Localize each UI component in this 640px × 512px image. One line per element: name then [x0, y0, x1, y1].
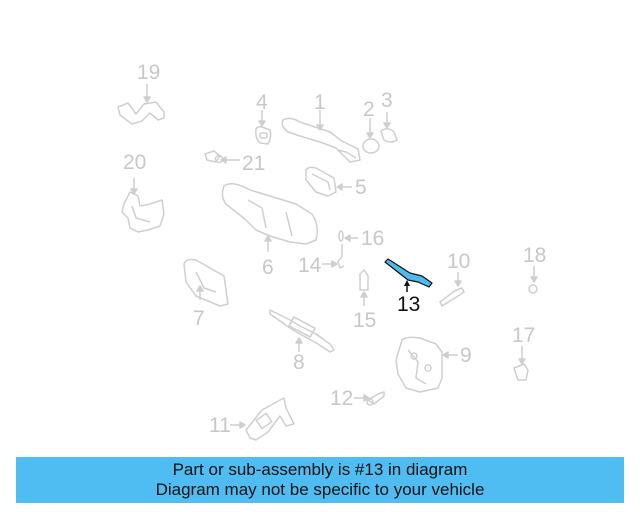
callout-19[interactable]: 19	[137, 61, 161, 84]
part-11-bracket	[230, 397, 295, 441]
callout-2[interactable]: 2	[363, 98, 375, 121]
part-17-striker	[513, 346, 529, 381]
callout-16[interactable]: 16	[361, 227, 385, 250]
banner-line-disclaimer: Diagram may not be specific to your vehi…	[155, 480, 485, 499]
part-12-bolt	[354, 391, 385, 406]
callout-17[interactable]: 17	[512, 324, 536, 347]
callout-14[interactable]: 14	[298, 254, 322, 277]
part-10-rod	[439, 272, 465, 307]
part-5-bezel	[305, 166, 352, 197]
callout-18[interactable]: 18	[523, 244, 547, 267]
callout-7[interactable]: 7	[193, 307, 205, 330]
callout-13[interactable]: 13	[397, 293, 421, 316]
part-13-rod-highlighted	[384, 258, 433, 292]
part-21-bolt	[204, 150, 240, 164]
part-16-clip	[338, 230, 358, 242]
parts-diagram: 19 4 1 2 3 20 21 5 16 6 14 10 18 13 7 15…	[117, 61, 547, 441]
part-18-grommet	[528, 266, 538, 294]
part-19-bracket	[117, 84, 165, 125]
callout-12[interactable]: 12	[330, 387, 354, 410]
callout-6[interactable]: 6	[262, 256, 274, 279]
callout-4[interactable]: 4	[256, 91, 268, 114]
parts-diagram-drawing	[117, 84, 538, 441]
part-1-handle	[281, 110, 361, 163]
part-15-clip	[359, 269, 369, 306]
part-4-button	[255, 110, 272, 145]
banner-line-part: Part or sub-assembly is #13 in diagram	[172, 460, 468, 479]
callout-15[interactable]: 15	[353, 309, 377, 332]
part-8-cable	[269, 309, 335, 353]
callout-11[interactable]: 11	[209, 414, 231, 437]
callout-20[interactable]: 20	[123, 151, 147, 174]
callout-5[interactable]: 5	[355, 176, 367, 199]
callout-10[interactable]: 10	[447, 250, 471, 273]
part-20-hinge	[121, 178, 165, 233]
callout-8[interactable]: 8	[293, 351, 305, 374]
part-2-cap	[362, 118, 380, 154]
callout-3[interactable]: 3	[381, 89, 393, 112]
callout-1[interactable]: 1	[314, 91, 326, 114]
part-9-lock	[395, 336, 458, 393]
part-14-rod	[322, 244, 345, 269]
part-7-panel	[183, 258, 229, 307]
part-3-cover	[380, 112, 398, 143]
part-6-housing	[221, 183, 319, 252]
callout-9[interactable]: 9	[460, 344, 472, 367]
callout-21[interactable]: 21	[242, 152, 266, 175]
info-banner: Part or sub-assembly is #13 in diagram D…	[16, 457, 624, 503]
